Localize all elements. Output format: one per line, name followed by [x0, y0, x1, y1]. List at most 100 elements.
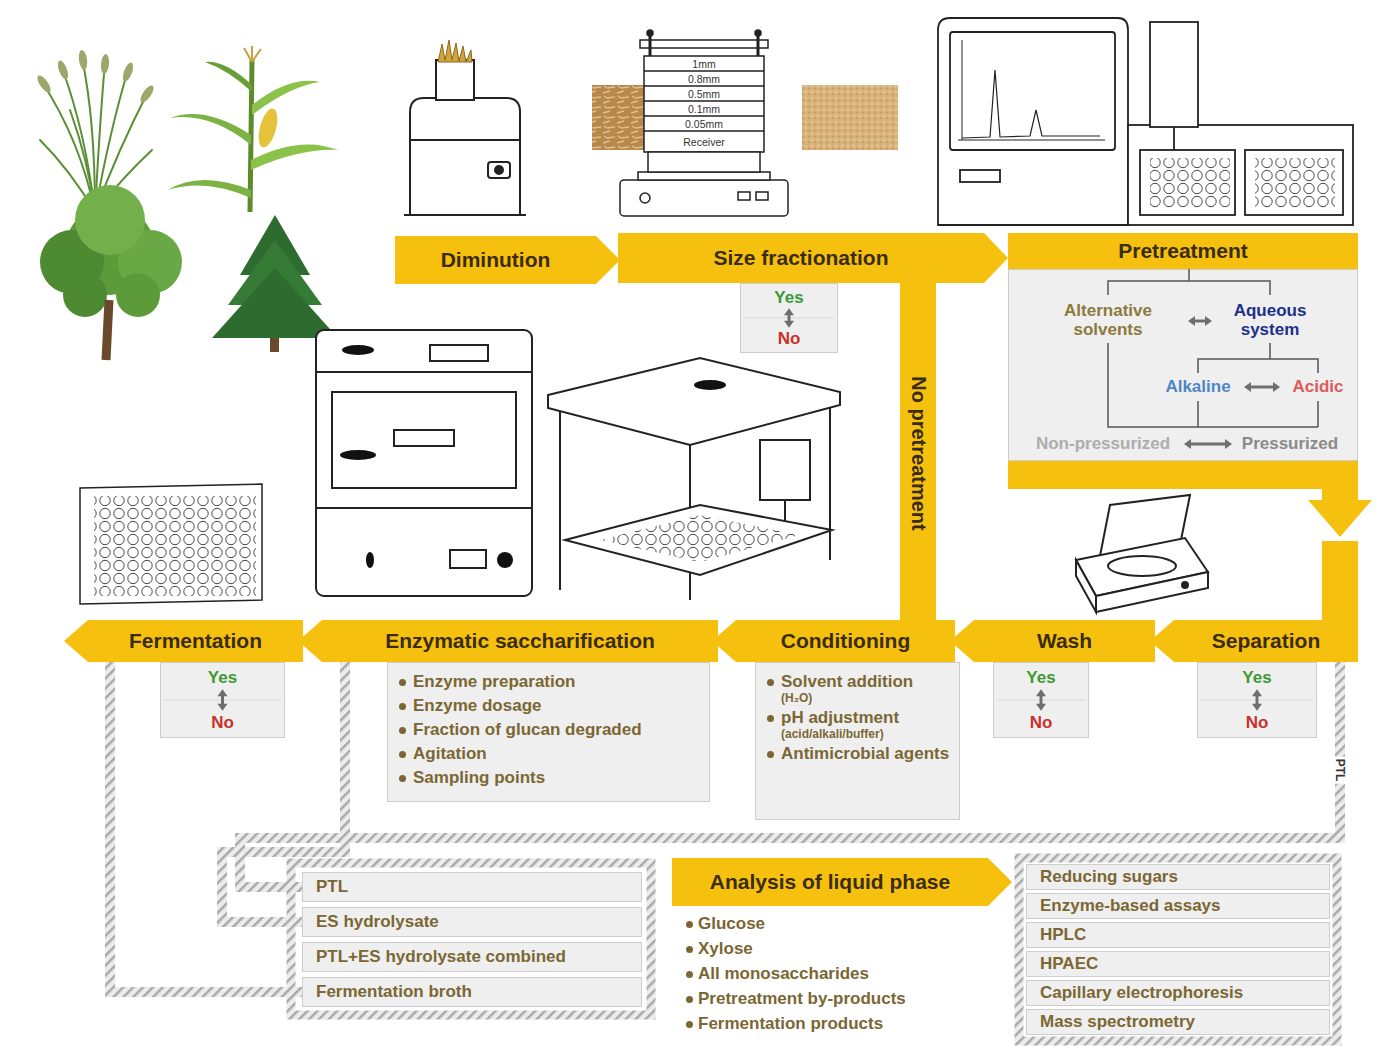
label-text: 0.05mm — [685, 118, 723, 130]
bullet-dot — [686, 971, 693, 978]
box — [1009, 270, 1358, 461]
analyzer — [960, 170, 1000, 182]
sieve-shaker — [644, 71, 764, 131]
node-outline — [1008, 269, 1358, 461]
sieve-shaker — [640, 40, 768, 48]
parameter-text: pH adjustment — [781, 706, 899, 730]
box — [1027, 981, 1330, 1006]
step-label: Analysis of liquid phase — [710, 870, 950, 894]
bullet-dot — [399, 727, 406, 734]
box — [1027, 865, 1330, 890]
box — [161, 663, 285, 738]
list-item-text: Capillary electrophoresis — [1026, 983, 1243, 1003]
box — [388, 663, 710, 802]
step-label: Separation — [1212, 629, 1321, 653]
parameter-box: Solvent addition(H₂O)pH adjustment(acid/… — [755, 662, 960, 820]
yes-no-box: YesNo — [160, 662, 285, 738]
list-box: HPAEC — [1026, 951, 1330, 977]
arrow-head — [784, 321, 794, 328]
parameter-row: (acid/alkali/buffer) — [767, 727, 950, 742]
list-item-text: PTL+ES hydrolysate combined — [302, 947, 566, 967]
box — [756, 663, 960, 820]
list-box: HPLC — [1026, 922, 1330, 948]
grass-plant — [42, 82, 95, 212]
double-arrow — [1040, 695, 1043, 704]
liquid-handler — [548, 358, 840, 600]
list-box: Reducing sugars — [1026, 864, 1330, 890]
box — [303, 908, 642, 937]
sieve-size-label: 0.5mm — [688, 88, 720, 100]
list-box: Capillary electrophoresis — [1026, 980, 1330, 1006]
parameter-text: (H₂O) — [781, 691, 812, 706]
process-arrow: Enzymatic saccharification — [298, 620, 718, 662]
robot-top-port — [694, 380, 726, 390]
flow-band — [1322, 541, 1358, 625]
grass-seed-heads — [138, 84, 156, 105]
incubator-controls — [342, 345, 374, 355]
grass-seed-heads — [78, 50, 89, 71]
milled-material — [438, 40, 472, 62]
centrifuge — [1076, 560, 1096, 612]
double-arrow — [1256, 695, 1259, 704]
arrow-head — [1205, 316, 1212, 326]
band — [900, 283, 936, 623]
option-label: Pressurized — [1242, 435, 1338, 454]
process-arrow: Analysis of liquid phase — [672, 858, 1012, 906]
parameter-list: Solvent addition(H₂O)pH adjustment(acid/… — [755, 662, 960, 774]
hatched-frame — [291, 858, 1337, 1041]
grass-seed-heads — [121, 61, 135, 83]
analyzer — [1150, 22, 1198, 127]
corn-plant — [168, 46, 338, 212]
arrow-head — [1244, 382, 1251, 392]
liquid-handler — [565, 505, 832, 575]
sieve-size-label: 1mm — [692, 58, 715, 70]
box — [1198, 663, 1317, 738]
analyzer — [1128, 125, 1353, 225]
process-arrow: Separation — [1150, 620, 1358, 662]
conifer-tree — [212, 268, 338, 338]
arrow-band — [618, 233, 1008, 283]
flow-band — [1008, 461, 1372, 625]
analyzer — [938, 18, 1128, 225]
incubator — [450, 550, 486, 568]
bullet-dot — [767, 751, 774, 758]
bullet-dot — [686, 946, 693, 953]
microplate — [80, 484, 262, 604]
label-text: Glucose — [698, 914, 765, 934]
choice-label: No — [1030, 713, 1053, 732]
parameter-row: Agitation — [399, 742, 700, 766]
sieve-size-label: 0.1mm — [688, 103, 720, 115]
corn-plant — [170, 114, 251, 145]
box — [1027, 894, 1330, 919]
analyzer — [1173, 127, 1175, 150]
arrow-head — [1184, 439, 1191, 449]
double-arrow — [1194, 320, 1206, 323]
robot-top-port — [694, 380, 726, 390]
bullet-dot — [399, 751, 406, 758]
bullet-dot — [767, 715, 774, 722]
incubator-controls — [340, 345, 513, 568]
centrifuge — [1182, 582, 1188, 588]
arrow-head — [218, 704, 228, 711]
sieve-shaker — [644, 56, 764, 152]
sieve-size-label: 0.05mm — [685, 118, 723, 130]
deciduous-tree — [40, 185, 182, 360]
box — [1027, 1010, 1330, 1035]
parameter-text: Fraction of glucan degraded — [413, 718, 642, 742]
corn-plant — [168, 180, 251, 198]
option-panel: Alternative solventsAqueous systemAlkali… — [1008, 269, 1358, 461]
sample-vials — [1255, 158, 1335, 208]
process-arrow: Fermentation — [64, 620, 303, 662]
step-label: Diminution — [441, 248, 551, 272]
sample-vials — [1150, 158, 1230, 208]
arrow-head — [1188, 316, 1195, 326]
arrow-band — [298, 620, 718, 662]
mill — [495, 166, 503, 174]
process-arrow: Conditioning — [712, 620, 955, 662]
parameter-text: Antimicrobial agents — [781, 742, 949, 766]
microplate — [94, 496, 256, 596]
liquid-handler — [760, 440, 810, 500]
step-label: Size fractionation — [713, 246, 888, 270]
corn-plant — [244, 46, 261, 62]
sieve-shaker — [756, 192, 768, 200]
